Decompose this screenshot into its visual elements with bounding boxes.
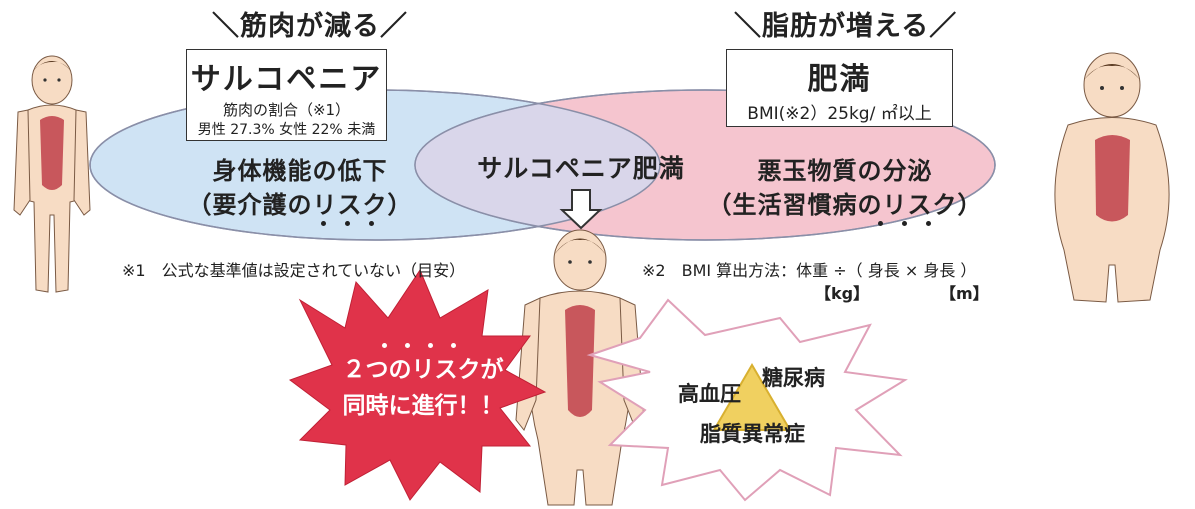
disease-hypertension: 高血圧 bbox=[678, 382, 741, 406]
emphasis-dot bbox=[451, 343, 456, 348]
disease-dyslipidemia: 脂質異常症 bbox=[700, 422, 805, 446]
fat-gain-effects: 悪玉物質の分泌 （生活習慣病のリスク） bbox=[700, 154, 990, 222]
disease-diabetes: 糖尿病 bbox=[762, 366, 825, 390]
thin-person-illustration bbox=[13, 55, 91, 293]
footnote-2-unit-m: 【m】 bbox=[940, 284, 989, 303]
sarcopenia-definition-box: サルコペニア 筋肉の割合（※1） 男性 27.3% 女性 22% 未満 bbox=[186, 49, 387, 141]
fat-increase-header: ＼脂肪が増える／ bbox=[734, 11, 958, 42]
emphasis-dot bbox=[345, 221, 350, 226]
overlap-ellipse bbox=[415, 90, 660, 240]
obese-person-illustration bbox=[1054, 52, 1170, 303]
emphasis-dot bbox=[878, 221, 883, 226]
risk-red-burst bbox=[288, 268, 547, 501]
muscle-loss-effect-line2: （要介護のリスク） bbox=[187, 191, 413, 219]
warning-triangle-icon bbox=[712, 363, 792, 431]
muscle-loss-effects: 身体機能の低下 （要介護のリスク） bbox=[170, 154, 430, 222]
sarcopenia-title: サルコペニア bbox=[190, 62, 383, 97]
emphasis-dot bbox=[321, 221, 326, 226]
emphasis-dot bbox=[926, 221, 931, 226]
sarcopenic-obesity-label: サルコペニア肥満 bbox=[477, 154, 685, 183]
obesity-title: 肥満 bbox=[807, 62, 872, 97]
emphasis-dot bbox=[405, 343, 410, 348]
obesity-definition-box: 肥満 BMI(※2）25kg/ ㎡以上 bbox=[726, 49, 953, 127]
footnote-1: ※1 公式な基準値は設定されていない（目安） bbox=[122, 261, 466, 280]
footnote-2-formula: ※2 BMI 算出方法：体重 ÷（ 身長 × 身長 ） bbox=[642, 261, 977, 280]
emphasis-dot bbox=[428, 343, 433, 348]
sarcopenia-criteria-values: 男性 27.3% 女性 22% 未満 bbox=[197, 122, 376, 138]
fat-gain-effect-line2: （生活習慣病のリスク） bbox=[707, 191, 983, 219]
emphasis-dot bbox=[369, 221, 374, 226]
sarcopenia-criteria-label: 筋肉の割合（※1） bbox=[222, 101, 351, 119]
risk-burst-text: ２つのリスクが 同時に進行！！ bbox=[328, 352, 518, 424]
emphasis-dot bbox=[382, 343, 387, 348]
obesity-criteria: BMI(※2）25kg/ ㎡以上 bbox=[747, 104, 932, 124]
muscle-decrease-header: ＼筋肉が減る／ bbox=[212, 11, 408, 42]
risk-burst-line2: 同時に進行！！ bbox=[342, 393, 504, 419]
muscle-loss-effect-line1: 身体機能の低下 bbox=[212, 157, 388, 185]
footnote-2-unit-kg: 【kg】 bbox=[815, 284, 870, 303]
sarcopenic-obese-person-illustration bbox=[515, 229, 645, 506]
down-arrow-icon bbox=[559, 189, 603, 230]
risk-burst-line1: ２つのリスクが bbox=[342, 357, 504, 383]
fat-gain-effect-line1: 悪玉物質の分泌 bbox=[757, 157, 933, 185]
emphasis-dot bbox=[902, 221, 907, 226]
